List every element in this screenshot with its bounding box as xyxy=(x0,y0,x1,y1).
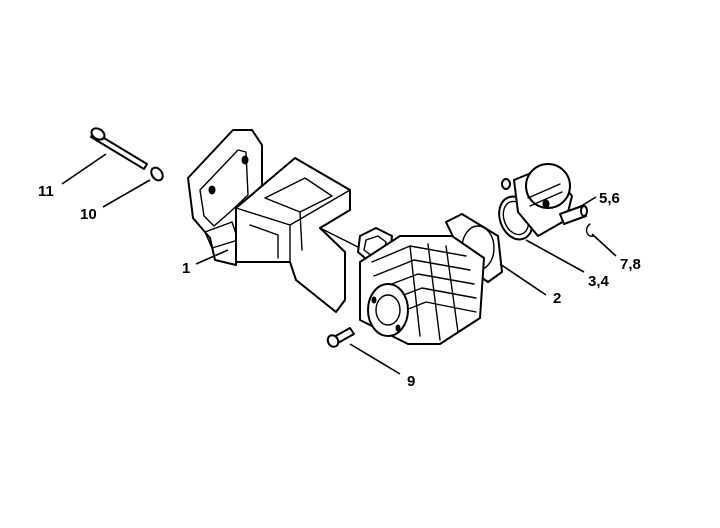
leader-9 xyxy=(349,343,401,375)
leader-56 xyxy=(577,196,597,209)
circlip xyxy=(585,223,595,237)
leader-34 xyxy=(525,239,585,273)
cylinder-screw xyxy=(326,327,355,348)
cylinder-shroud-bracket xyxy=(187,129,369,313)
callout-9: 9 xyxy=(407,373,415,390)
piston-pin xyxy=(559,205,588,225)
leader-10 xyxy=(102,179,151,208)
long-bolt xyxy=(90,127,148,170)
callout-10: 10 xyxy=(80,206,97,223)
callout-56: 5,6 xyxy=(599,190,620,207)
leader-1 xyxy=(195,249,229,265)
callout-labels: 11 10 1 2 3,4 5,6 7,8 9 xyxy=(38,183,641,390)
callout-1: 1 xyxy=(182,260,190,277)
cylinder xyxy=(359,235,485,345)
callout-2: 2 xyxy=(553,290,561,307)
callout-78: 7,8 xyxy=(620,256,641,273)
callout-34: 3,4 xyxy=(588,273,610,290)
leader-78 xyxy=(591,233,617,257)
leader-11 xyxy=(61,153,107,185)
callout-11: 11 xyxy=(38,183,54,200)
leader-lines xyxy=(61,153,617,375)
leader-2 xyxy=(499,263,547,296)
washer xyxy=(150,166,164,182)
